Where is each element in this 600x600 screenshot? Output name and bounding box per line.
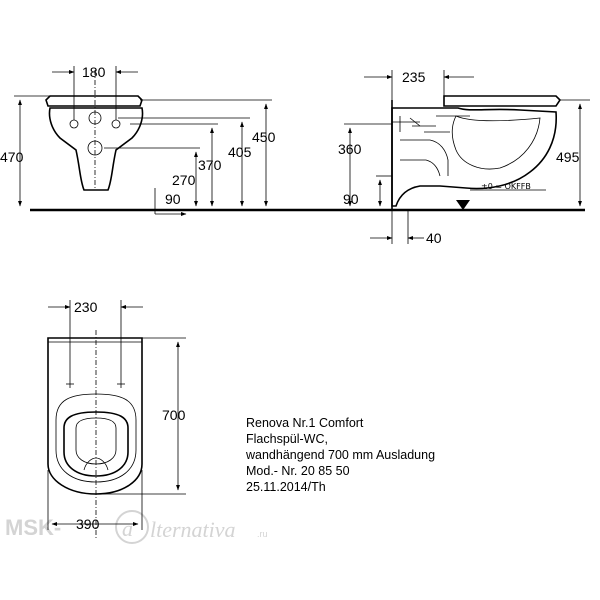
dim-470: 470 [0,149,24,165]
svg-text:a: a [122,516,133,541]
side-view: ±0 = OKFFB 235 360 495 90 40 [338,69,590,246]
watermark-brand: MSK- [5,515,61,540]
front-view: 180 470 450 405 370 270 90 [0,64,276,216]
dim-235: 235 [402,69,426,85]
dim-450: 450 [252,129,276,145]
description-line-2: Flachspül-WC, [246,432,328,446]
front-bowl [48,107,144,191]
watermark-script: lternativa [150,517,236,542]
dim-270: 270 [172,172,196,188]
side-bowl [391,107,557,207]
side-inner-bowl [451,115,541,170]
dim-230: 230 [74,299,98,315]
dim-180: 180 [82,64,106,80]
fixing-point-icon [117,380,125,388]
watermark-logo-icon [115,510,149,544]
dim-370: 370 [198,157,222,173]
mounting-hole-icon [111,119,121,129]
dim-360: 360 [338,141,362,157]
description-line-5: 25.11.2014/Th [246,480,326,494]
floor-mark: ±0 = OKFFB [481,182,531,191]
description-block: Renova Nr.1 Comfort Flachspül-WC, wandhä… [245,416,435,494]
dim-40: 40 [426,230,442,246]
dim-405: 405 [228,144,252,160]
description-line-4: Mod.- Nr. 20 85 50 [246,464,350,478]
dim-495: 495 [556,149,580,165]
front-seat-lid [45,95,143,107]
floor-level-icon [456,200,470,210]
dim-390: 390 [76,516,100,532]
dim-700: 700 [162,407,186,423]
watermark: MSK- a lternativa .ru [5,510,268,544]
description-line-3: wandhängend 700 mm Ausladung [245,448,435,462]
dim-90-side: 90 [343,191,359,207]
watermark-suffix: .ru [257,529,268,539]
side-seat-lid [443,95,562,107]
description-line-1: Renova Nr.1 Comfort [246,416,364,430]
dim-90-front: 90 [165,191,181,207]
top-rim [55,393,137,483]
fixing-point-icon [66,380,74,388]
top-seat [63,411,129,477]
top-view: 230 700 390 [47,299,186,540]
mounting-hole-icon [69,119,79,129]
